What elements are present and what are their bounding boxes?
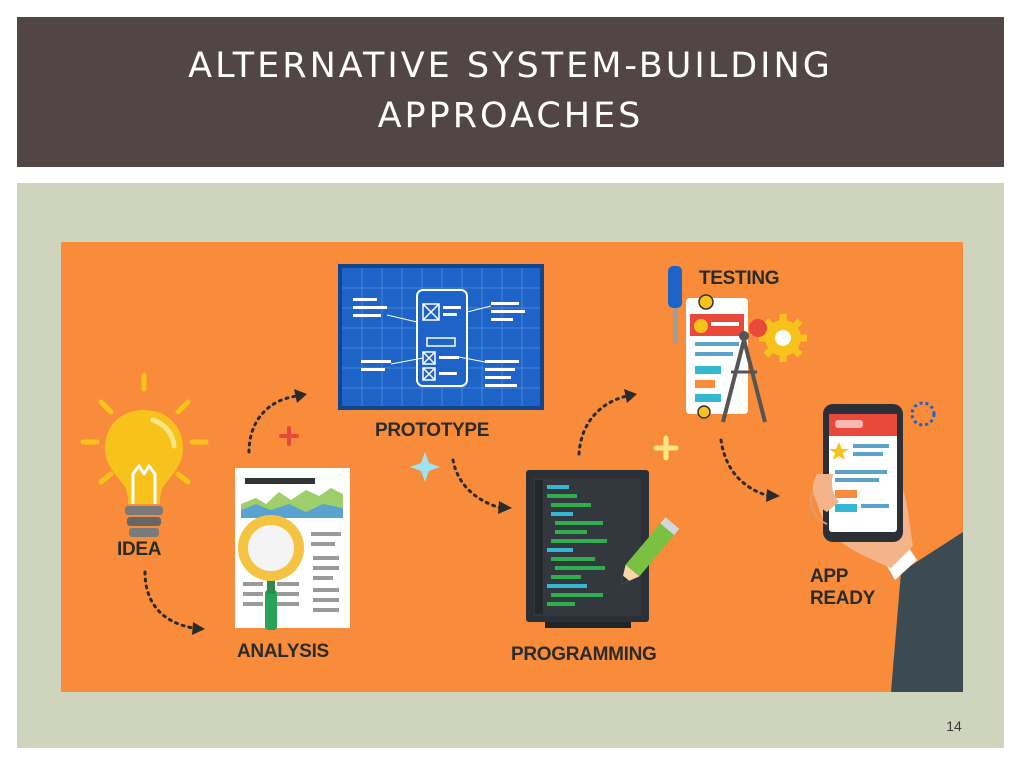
- prototype-blueprint-icon: [338, 264, 544, 410]
- slide-title: ALTERNATIVE SYSTEM-BUILDING APPROACHES: [188, 46, 833, 136]
- hand-holding-phone-icon: [809, 404, 963, 692]
- step-label-app-ready: APP READY: [810, 566, 875, 610]
- flow-arrows: [143, 394, 771, 630]
- code-monitor-icon: [526, 470, 649, 628]
- title-bar: ALTERNATIVE SYSTEM-BUILDING APPROACHES: [17, 17, 1004, 167]
- step-label-analysis: ANALYSIS: [237, 641, 329, 662]
- gear-icon: [749, 314, 807, 362]
- dotted-circle-decoration-icon: [910, 401, 936, 427]
- step-label-programming: PROGRAMMING: [511, 644, 657, 665]
- screwdriver-icon: [668, 266, 682, 344]
- sparkle-decoration-icon: [410, 452, 440, 482]
- app-development-infographic: IDEA ANALYSIS PROTOTYPE PROGRAMMING TEST…: [61, 242, 963, 692]
- step-label-app-ready-line2: READY: [810, 588, 876, 609]
- pencil-icon: [620, 517, 680, 585]
- step-label-idea: IDEA: [117, 539, 162, 560]
- page-number: 14: [946, 718, 962, 734]
- flow-arrowheads: [192, 389, 780, 635]
- compass-icon: [721, 331, 767, 423]
- step-label-testing: TESTING: [699, 268, 780, 289]
- plus-decoration-icon: [279, 426, 679, 461]
- magnifier-icon: [238, 515, 304, 630]
- step-label-prototype: PROTOTYPE: [375, 420, 490, 441]
- step-label-app-ready-line1: APP: [810, 566, 849, 587]
- lightbulb-icon: [80, 372, 209, 537]
